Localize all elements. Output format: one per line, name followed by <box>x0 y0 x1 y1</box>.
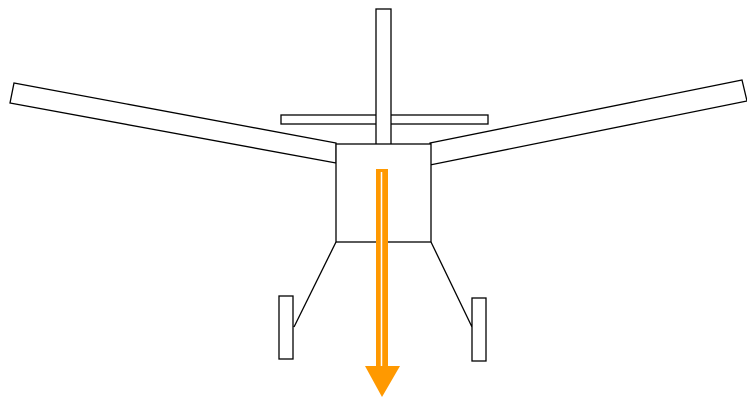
right-gear-strut <box>430 241 473 328</box>
weight-force-arrow <box>365 169 400 397</box>
arrow-head <box>365 366 400 397</box>
left-wheel <box>278 295 294 360</box>
left-gear-strut <box>293 241 337 328</box>
right-wheel <box>471 297 487 362</box>
vertical-tail-fin <box>375 8 392 146</box>
